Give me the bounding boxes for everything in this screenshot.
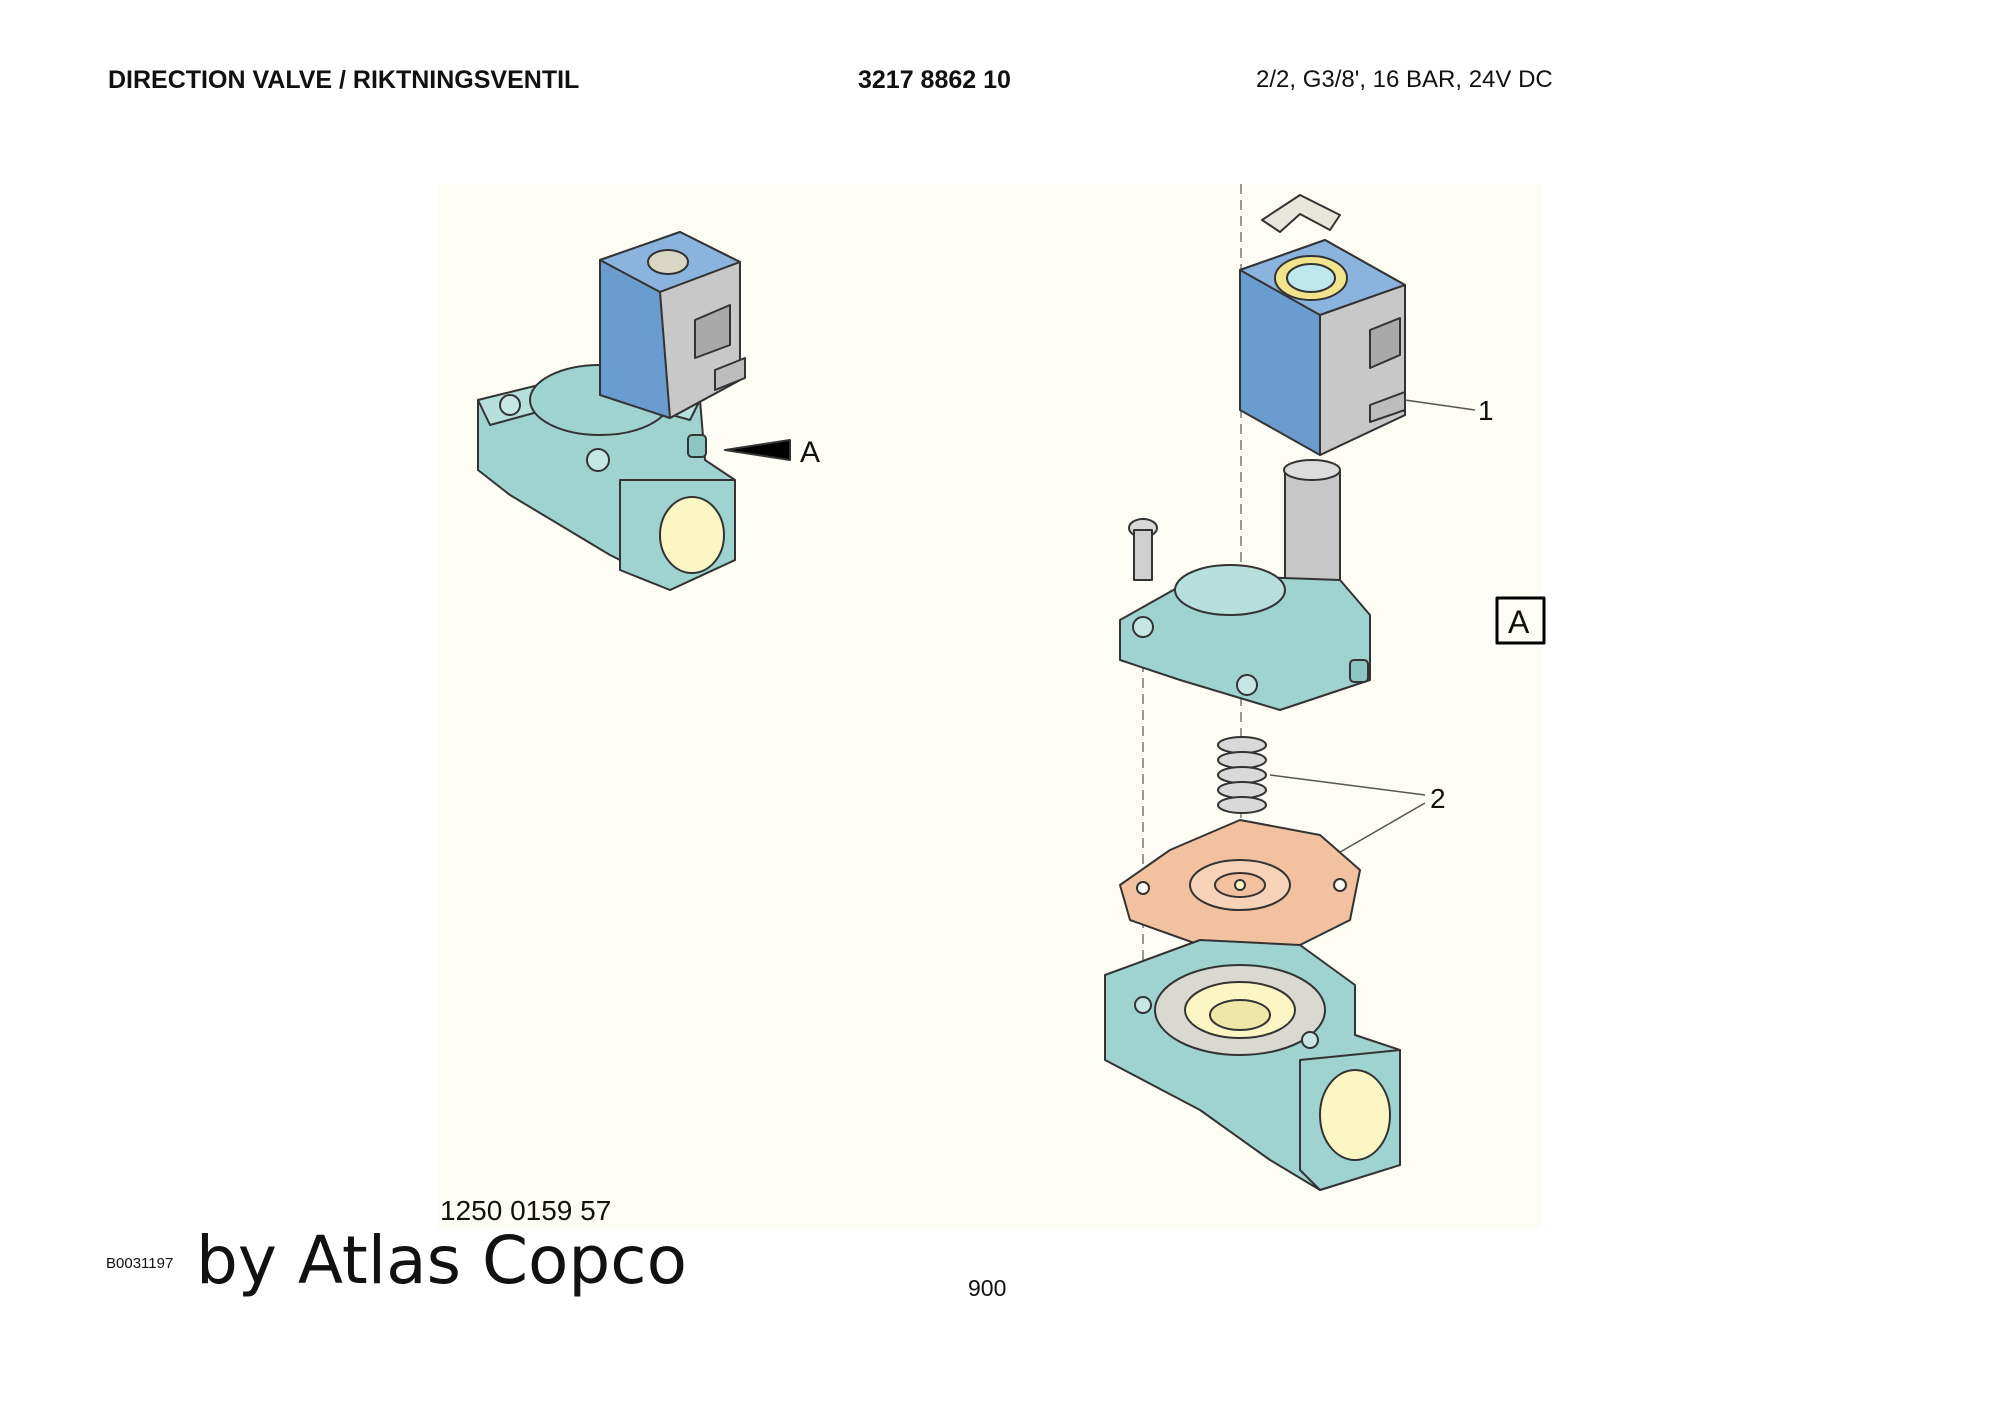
valve-specification: 2/2, G3/8', 16 BAR, 24V DC (1256, 66, 1553, 93)
assembled-valve (477, 231, 791, 591)
diaphragm-part (1119, 819, 1361, 951)
valve-body-part (1104, 939, 1401, 1191)
bonnet-part (1119, 564, 1371, 711)
view-label-arrow: A (800, 436, 820, 469)
image-id: B0031197 (106, 1255, 174, 1272)
document-title: DIRECTION VALVE / RIKTNINGSVENTIL (108, 66, 580, 94)
callout-2: 2 (1430, 783, 1446, 814)
callout-1: 1 (1478, 395, 1494, 426)
brand-watermark: by Atlas Copco (196, 1222, 687, 1299)
page-number: 900 (968, 1275, 1007, 1301)
spring-part (1217, 736, 1267, 814)
figure-number: 1250 0159 57 (440, 1195, 612, 1226)
screw-part (1128, 518, 1158, 581)
coil-part (1239, 239, 1406, 456)
view-label-box: A (1508, 604, 1530, 640)
part-number: 3217 8862 10 (858, 66, 1011, 94)
